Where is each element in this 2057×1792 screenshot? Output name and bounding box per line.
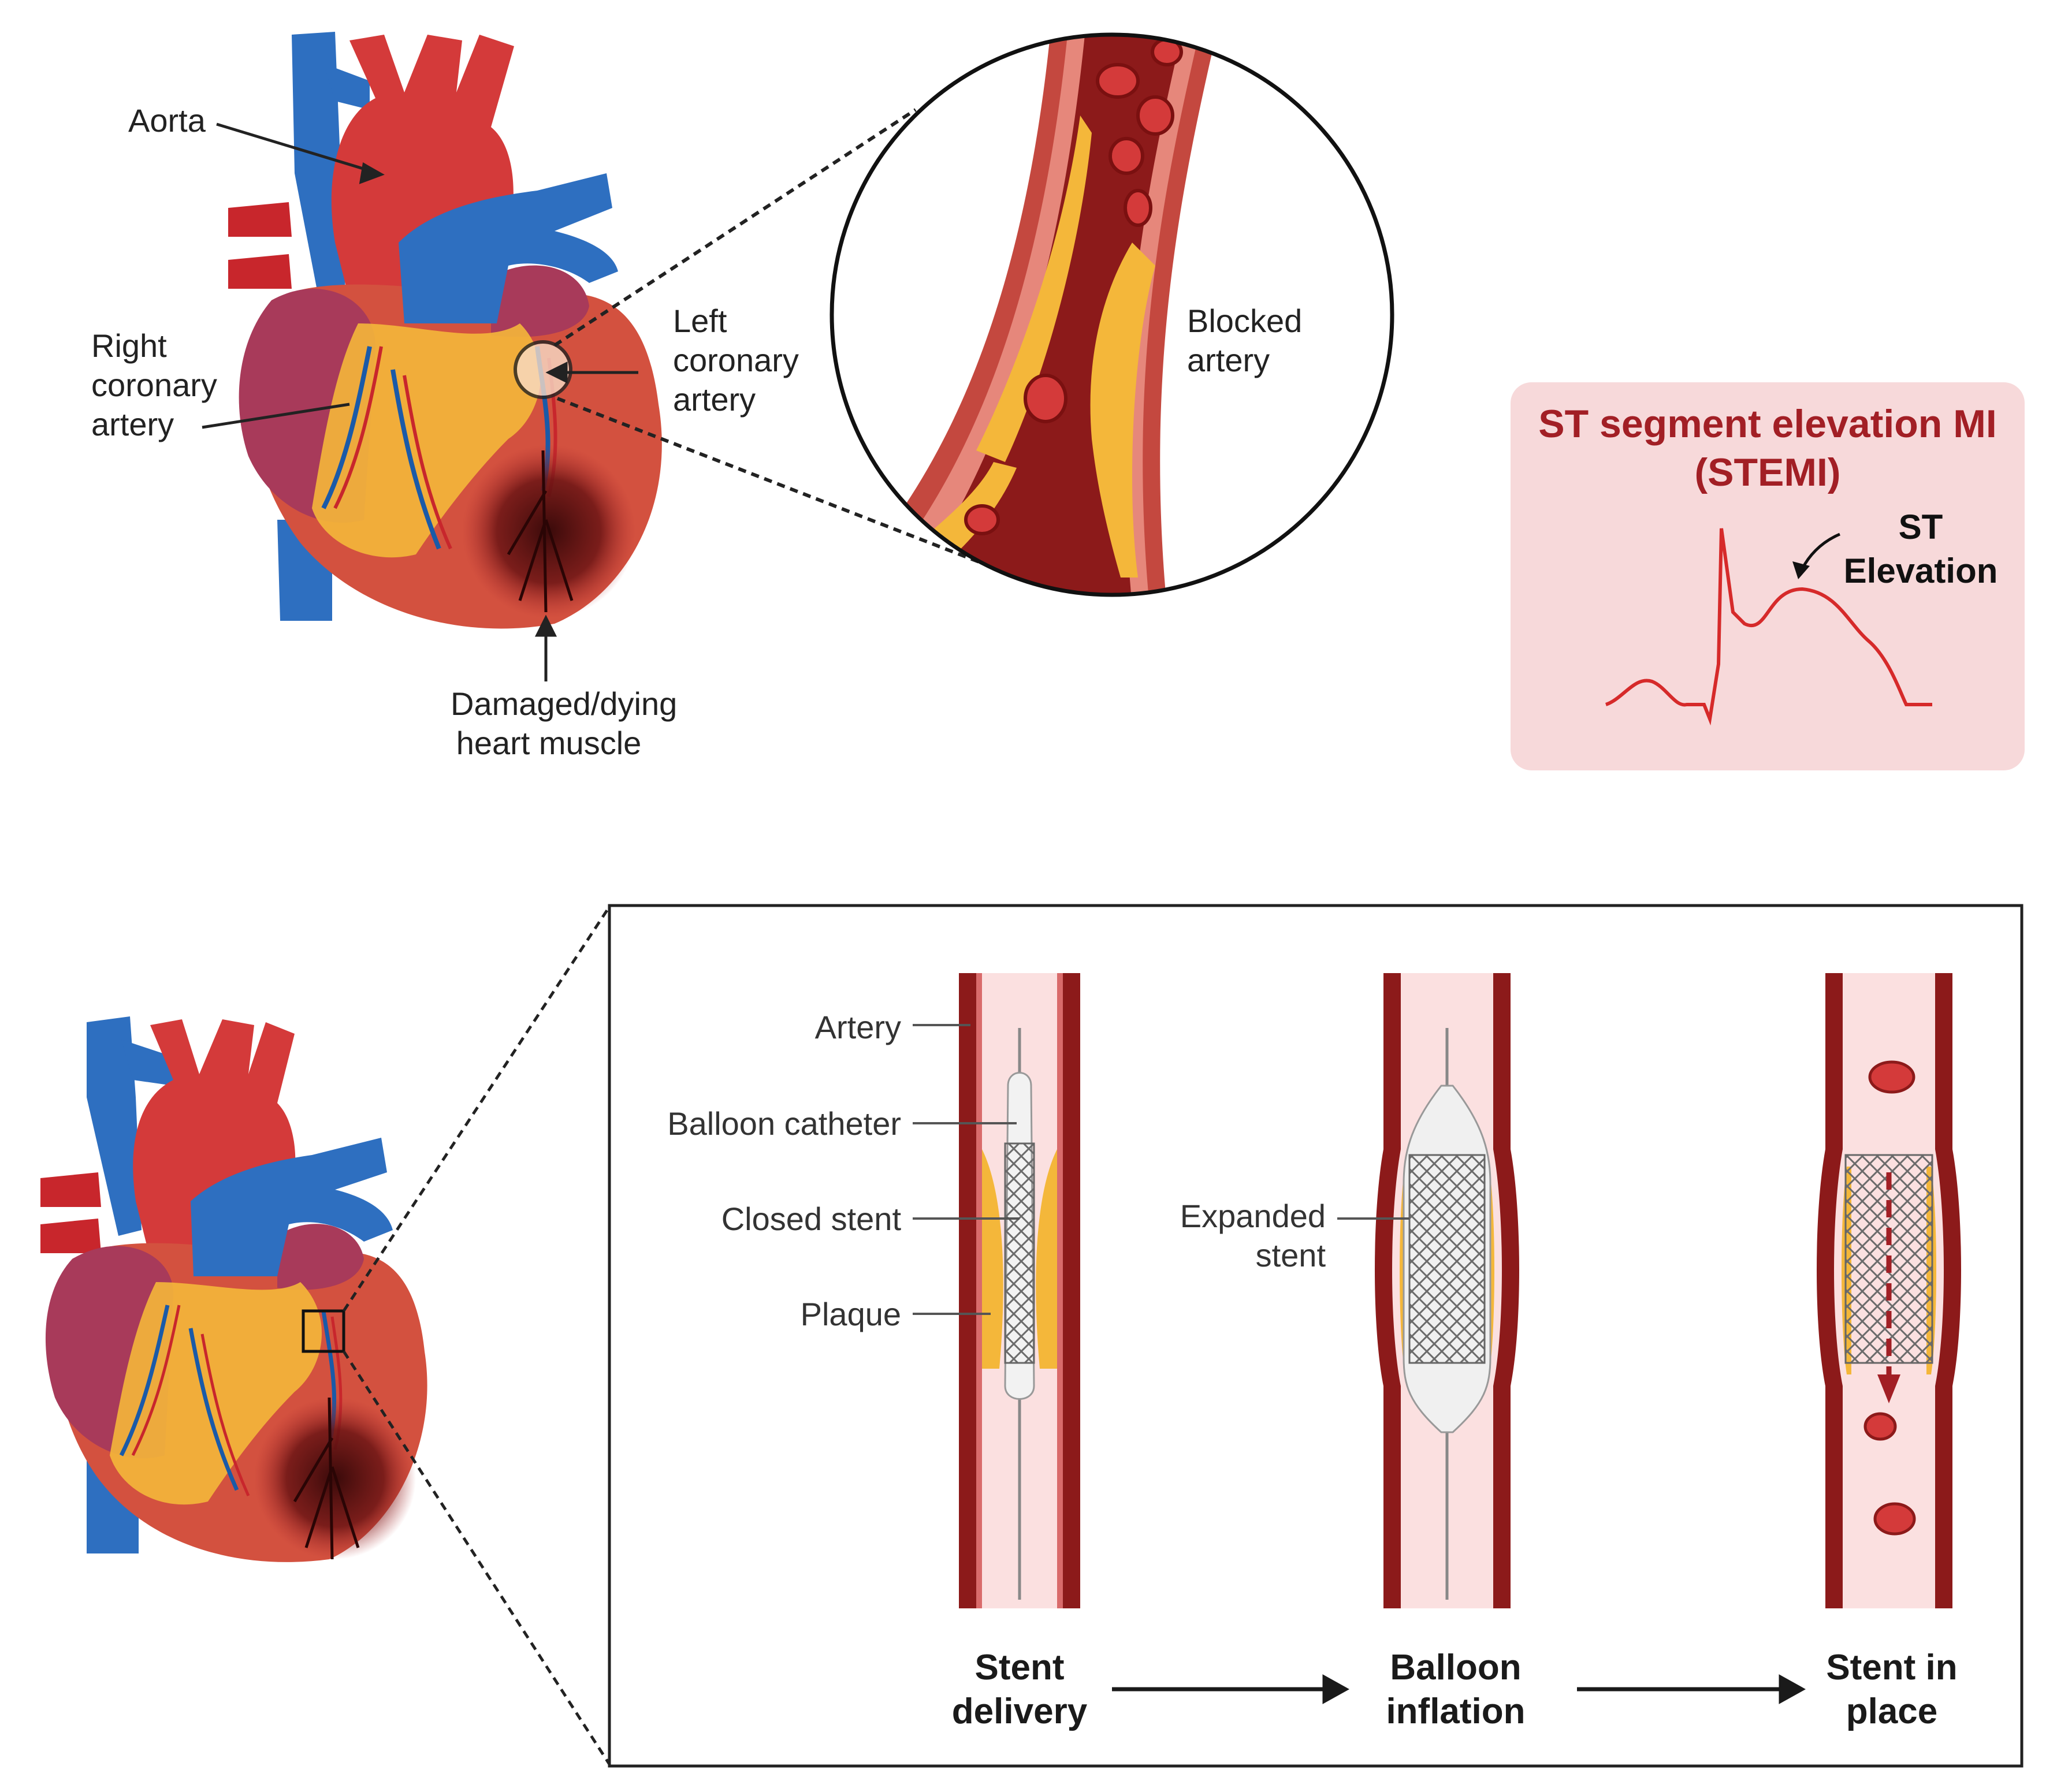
plaque-left	[976, 116, 1092, 462]
red-blood-cell-3	[1109, 137, 1144, 175]
step-balloon-inflation: Balloon inflation	[1386, 1648, 1526, 1731]
vessel-balloon-inflation	[1375, 973, 1519, 1608]
step-arrows	[1112, 1674, 1806, 1704]
plaque-right	[1090, 243, 1155, 578]
label-closed-stent: Closed stent	[721, 1201, 901, 1237]
label-balloon-catheter: Balloon catheter	[667, 1105, 901, 1142]
red-blood-cell-4	[1124, 189, 1152, 227]
label-right-coronary-artery: Right coronary artery	[91, 327, 217, 442]
zoom-region-box	[302, 1309, 345, 1353]
coronary-fat	[312, 323, 541, 558]
panel-connectors	[342, 906, 611, 1765]
vein-branch	[323, 64, 370, 110]
step-stent-in-place: Stent in place	[1826, 1648, 1958, 1731]
zoom-connectors	[553, 108, 983, 565]
occlusion-highlight	[514, 340, 572, 399]
label-expanded-stent: Expanded stent	[1180, 1198, 1326, 1273]
left-atrium	[491, 265, 589, 337]
label-damaged-heart-muscle: Damaged/dying heart muscle	[451, 685, 678, 761]
pulmonary-vein-left	[228, 202, 292, 237]
label-artery: Artery	[814, 1009, 901, 1045]
label-blocked-artery: Blocked artery	[1187, 303, 1303, 378]
vessel-stent-delivery	[959, 973, 1080, 1608]
ecg-line	[1605, 528, 1932, 726]
red-blood-cell-6	[1024, 374, 1067, 423]
red-blood-cell-1	[1096, 63, 1140, 99]
pulmonary-trunk	[399, 173, 618, 323]
pulmonary-vein-left-2	[228, 254, 292, 289]
label-left-coronary-artery: Left coronary artery	[673, 303, 799, 418]
bottom-heart	[40, 1016, 427, 1562]
zoom-circle	[830, 32, 1394, 597]
rbc-c	[1873, 1502, 1916, 1536]
top-leaders	[202, 122, 638, 681]
label-plaque: Plaque	[800, 1296, 901, 1332]
stent-panel	[608, 904, 2023, 1768]
rbc-b	[1863, 1412, 1897, 1441]
st-elevation-label: ST Elevation	[1843, 508, 1998, 590]
red-blood-cell-7	[964, 504, 1000, 535]
stemi-panel	[1511, 382, 2025, 770]
rbc-a	[1868, 1060, 1915, 1094]
st-arrow	[1801, 532, 1840, 570]
st-arrowhead	[1792, 561, 1810, 579]
damaged-veins	[507, 450, 574, 613]
step-stent-delivery: Stent delivery	[951, 1648, 1088, 1731]
stemi-title: ST segment elevation MI (STEMI)	[1538, 402, 1997, 494]
label-aorta: Aorta	[128, 102, 206, 139]
red-blood-cell-2	[1136, 95, 1174, 136]
vessel-stent-in-place	[1817, 973, 1961, 1608]
superior-vena-cava	[292, 32, 347, 323]
